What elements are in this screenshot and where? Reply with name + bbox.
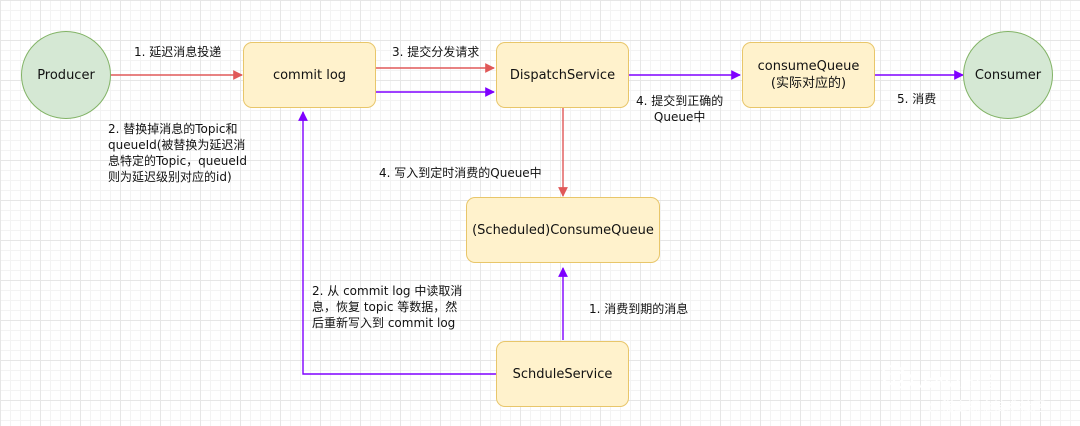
watermark-brand: Java知音 <box>918 371 1001 393</box>
producer-node: Producer <box>21 31 111 119</box>
commit-log-node: commit log <box>243 42 376 108</box>
commit-log-label: commit log <box>272 67 347 83</box>
scheduled-consume-queue-label: (Scheduled)ConsumeQueue <box>472 222 654 238</box>
schedule-service-node: SchduleService <box>496 341 629 407</box>
label-step-dispatch-request: 3. 提交分发请求 <box>392 45 480 59</box>
scheduled-consume-queue-node: (Scheduled)ConsumeQueue <box>466 197 660 263</box>
dispatch-service-node: DispatchService <box>496 42 629 108</box>
consumer-node: Consumer <box>963 31 1053 119</box>
consumer-label: Consumer <box>974 67 1042 83</box>
schedule-service-label: SchduleService <box>512 366 613 382</box>
consume-queue-label: consumeQueue (实际对应的) <box>757 59 860 91</box>
wechat-icon <box>881 365 913 390</box>
label-step-replace-topic: 2. 替换掉消息的Topic和 queueId(被替换为延迟消 息特定的Topi… <box>108 122 247 184</box>
label-step-submit-correct-queue: 4. 提交到正确的 Queue中 <box>636 94 724 124</box>
dispatch-service-label: DispatchService <box>509 67 616 83</box>
edge-scheduleservice-to-commitlog <box>298 111 496 375</box>
watermark-community: @稀土掘金技术社区 <box>928 399 1046 414</box>
label-step-consume: 5. 消费 <box>897 92 937 106</box>
label-step-delay-send: 1. 延迟消息投递 <box>134 45 222 59</box>
label-step-write-scheduled-queue: 4. 写入到定时消费的Queue中 <box>379 166 542 180</box>
consume-queue-node: consumeQueue (实际对应的) <box>742 42 875 108</box>
producer-label: Producer <box>37 67 95 83</box>
label-step-read-commit-log: 2. 从 commit log 中读取消 息，恢复 topic 等数据，然 后重… <box>312 284 463 330</box>
label-step-consume-expired: 1. 消费到期的消息 <box>589 302 689 316</box>
